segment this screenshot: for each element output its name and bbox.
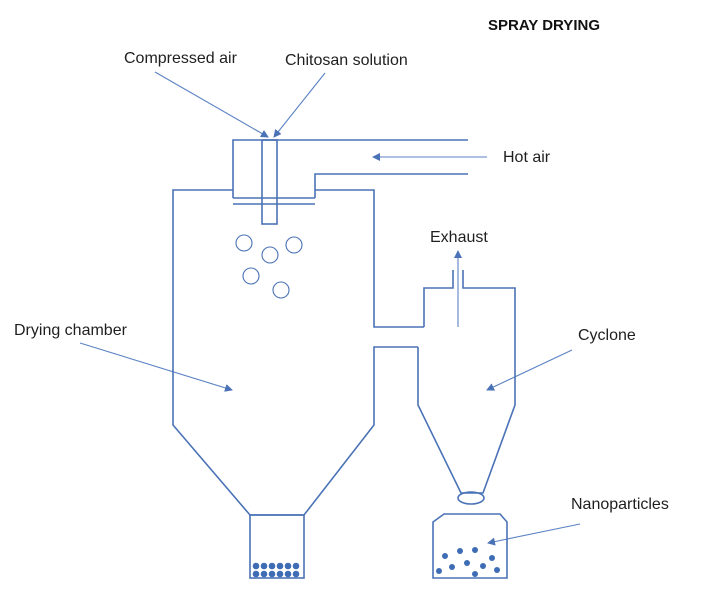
- cyclone-outlet: [457, 491, 485, 505]
- particle: [260, 562, 268, 570]
- label-chitosan-solution: Chitosan solution: [285, 52, 408, 69]
- collection-jar: [249, 514, 305, 579]
- collector-nanoparticles: [436, 547, 500, 577]
- label-drying-chamber: Drying chamber: [14, 322, 128, 339]
- label-hot-air: Hot air: [503, 149, 551, 166]
- nanoparticle: [489, 555, 495, 561]
- drying-chamber: [172, 189, 418, 516]
- arrow-compressed-air: [154, 71, 269, 138]
- nanoparticle-collector: [432, 513, 508, 579]
- particle: [268, 562, 276, 570]
- particle: [260, 570, 268, 578]
- jar-particles: [252, 562, 300, 578]
- nanoparticle: [449, 564, 455, 570]
- particle: [276, 570, 284, 578]
- particle: [252, 570, 260, 578]
- droplets: [235, 234, 303, 299]
- arrow-cyclone: [486, 349, 573, 391]
- label-exhaust: Exhaust: [430, 229, 488, 246]
- nanoparticle: [436, 568, 442, 574]
- arrow-nanoparticles: [487, 523, 581, 546]
- particle: [276, 562, 284, 570]
- nanoparticle: [494, 567, 500, 573]
- particle: [268, 570, 276, 578]
- droplet: [235, 234, 253, 252]
- nanoparticle: [472, 547, 478, 553]
- nanoparticle: [464, 560, 470, 566]
- particle: [292, 562, 300, 570]
- diagram-title: SPRAY DRYING: [488, 17, 600, 34]
- particle: [284, 570, 292, 578]
- droplet: [285, 236, 303, 254]
- cyclone-inlet-pipe: [423, 270, 454, 327]
- arrow-chitosan-solution: [273, 72, 326, 138]
- nozzle: [261, 139, 278, 225]
- particle: [252, 562, 260, 570]
- particle: [292, 570, 300, 578]
- particle: [284, 562, 292, 570]
- label-cyclone: Cyclone: [578, 327, 636, 344]
- nanoparticle: [472, 571, 478, 577]
- cyclone: [417, 270, 516, 494]
- nozzle-housing: [232, 139, 468, 205]
- droplet: [242, 267, 260, 285]
- droplet: [272, 281, 290, 299]
- arrow-drying-chamber: [79, 342, 233, 392]
- drying-chamber-outlet: [315, 189, 424, 328]
- label-compressed-air: Compressed air: [124, 50, 238, 67]
- droplet: [261, 246, 279, 264]
- nanoparticle: [457, 548, 463, 554]
- nanoparticle: [442, 553, 448, 559]
- label-nanoparticles: Nanoparticles: [571, 496, 669, 513]
- nanoparticle: [480, 563, 486, 569]
